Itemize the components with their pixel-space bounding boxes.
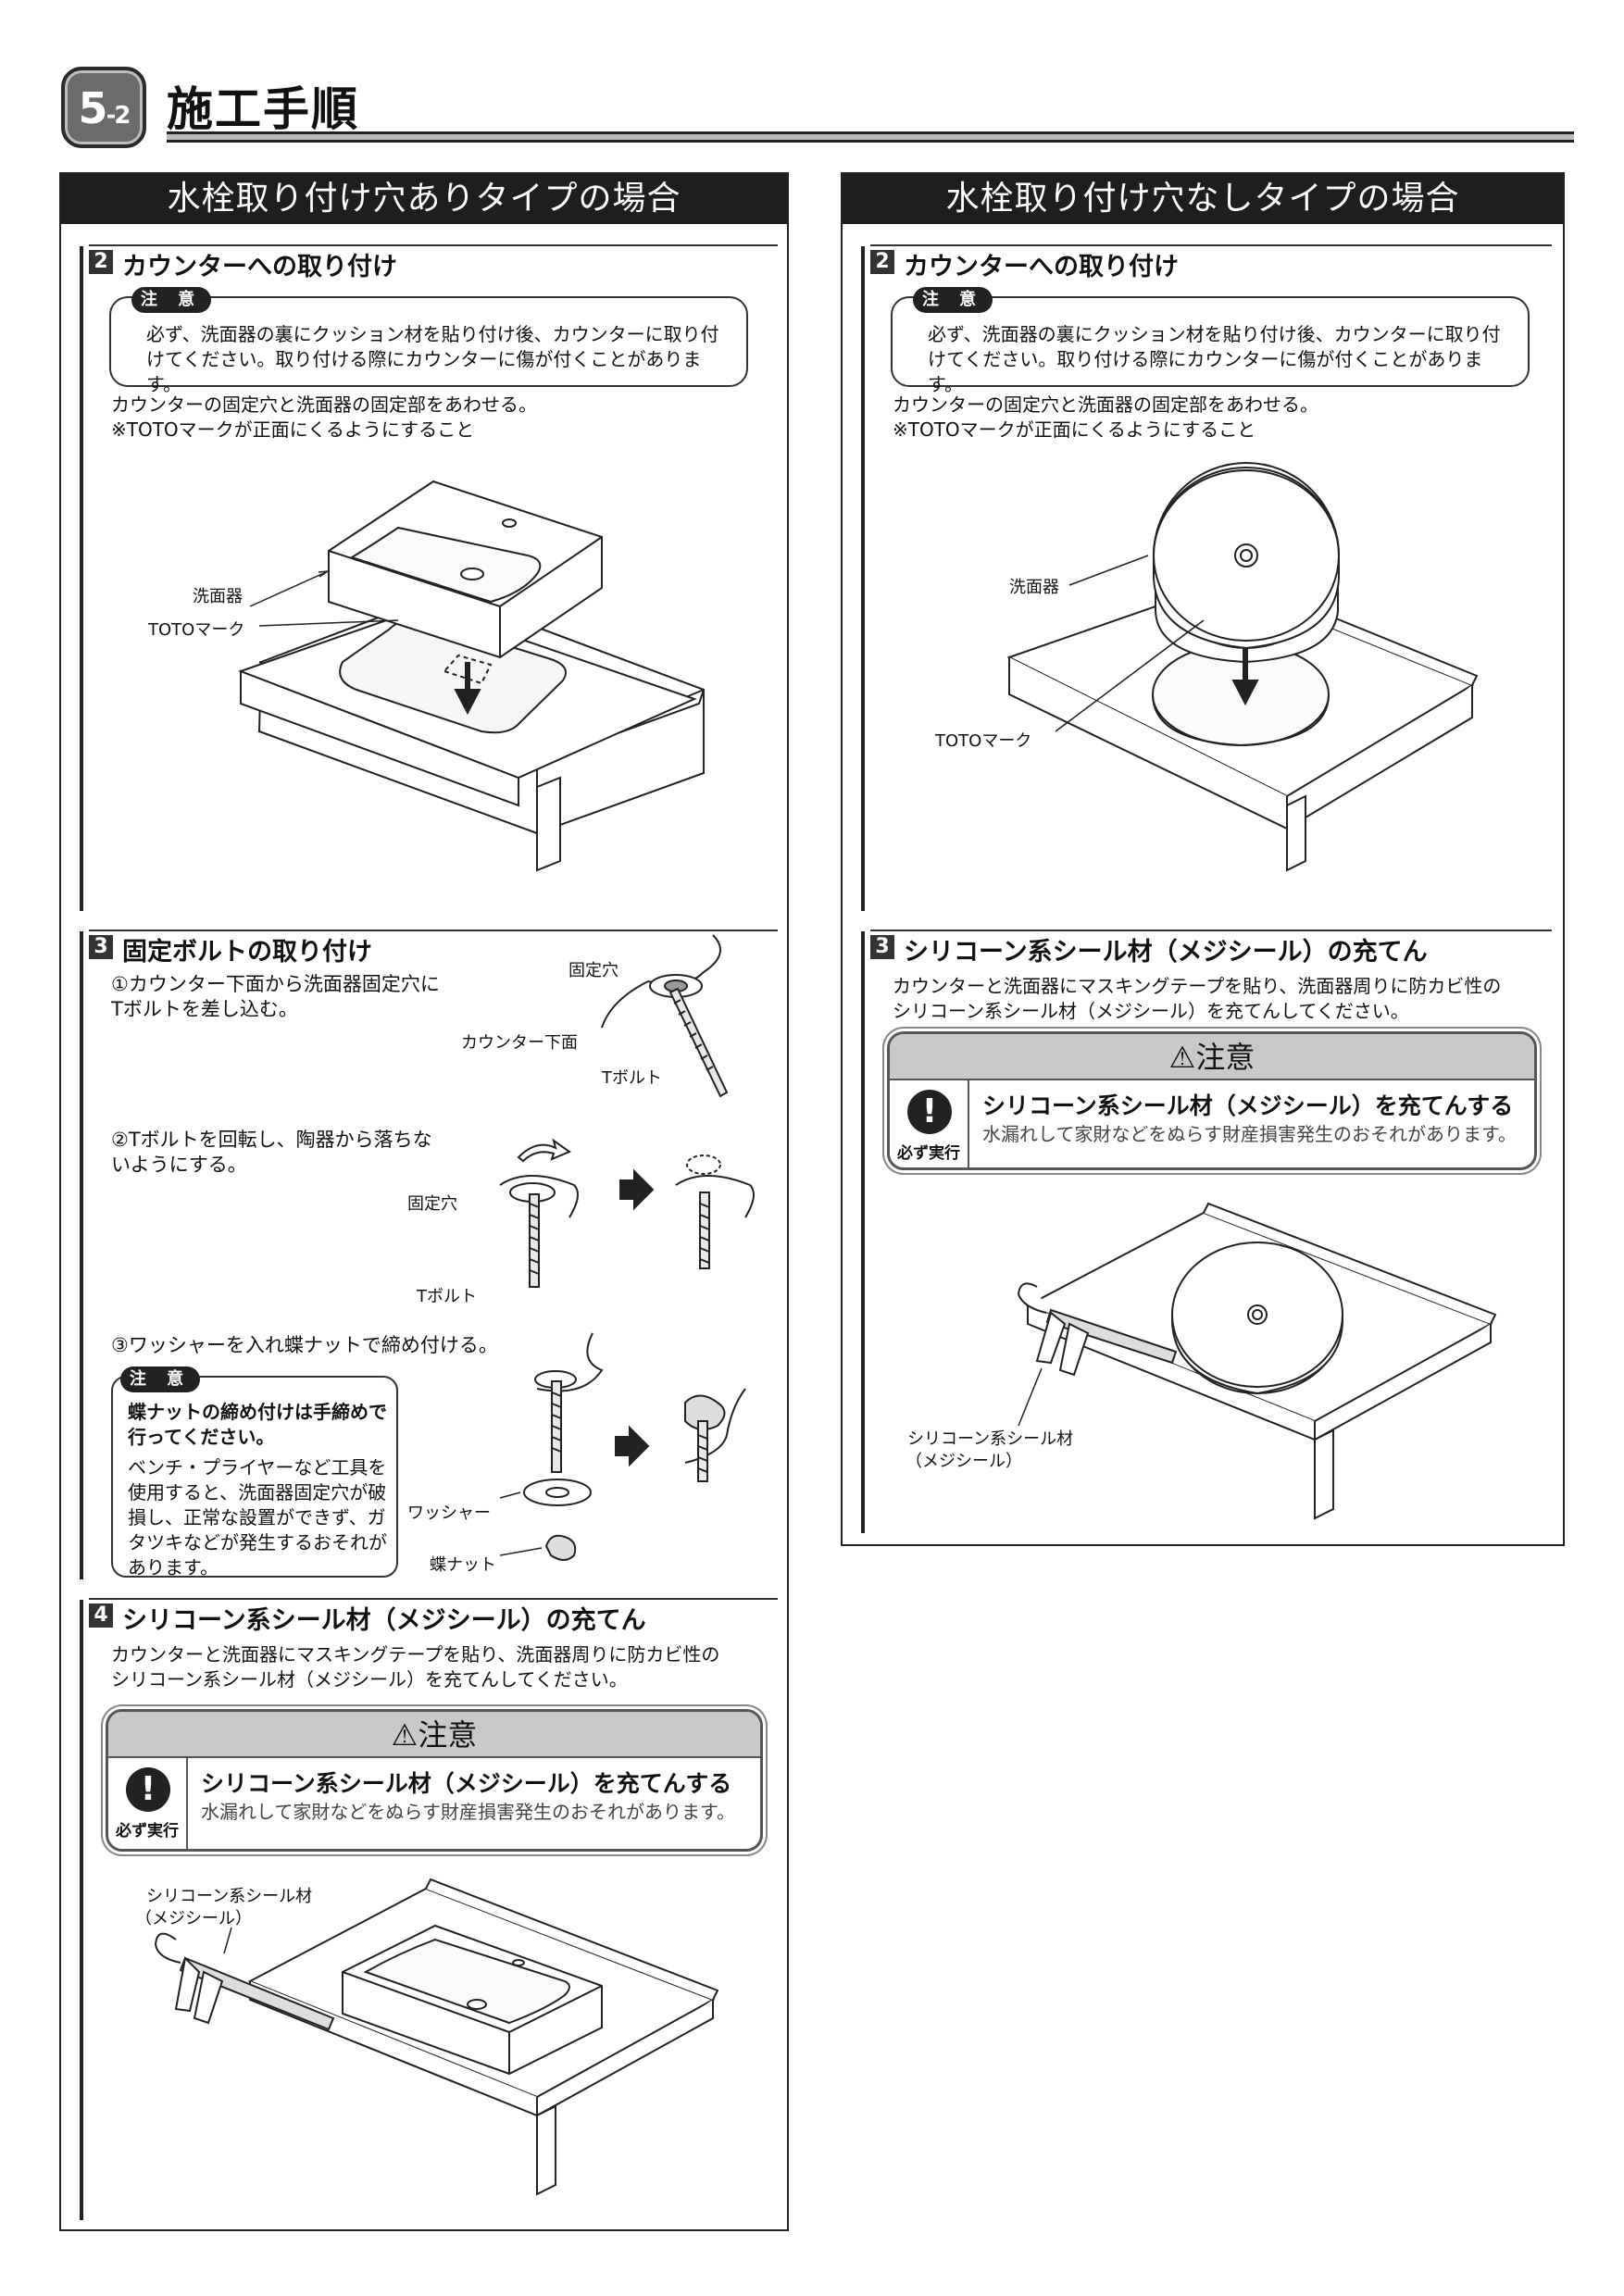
step3-bar xyxy=(861,931,865,1533)
left-step4-warning: ⚠注意 ! 必ず実行 シリコーン系シール材（メジシール）を充てんする 水漏れして… xyxy=(106,1709,763,1852)
step-label: シリコーン系シール材（メジシール）の充てん xyxy=(904,938,1428,967)
left-step2-heading: 2 カウンターへの取り付け xyxy=(89,244,778,281)
caution-tag: 注 意 xyxy=(120,1366,200,1392)
washer-nut-illustration xyxy=(499,1332,746,1561)
mandatory-icon: ! 必ず実行 xyxy=(890,1080,969,1167)
right-column: 水栓取り付け穴なしタイプの場合 xyxy=(841,172,1565,1546)
left-sealant-illustration xyxy=(154,1878,719,2196)
left-label-bolt2: Tボルト xyxy=(417,1287,477,1306)
left-step3-heading: 3 固定ボルトの取り付け xyxy=(89,930,778,967)
warning-text: 水漏れして家財などをぬらす財産損害発生のおそれがあります。 xyxy=(201,1801,735,1823)
page-title: 施工手順 xyxy=(167,82,359,136)
right-label-sealant1: シリコーン系シール材 xyxy=(907,1429,1074,1449)
warning-title: シリコーン系シール材（メジシール）を充てんする xyxy=(201,1770,732,1797)
caution-tag: 注 意 xyxy=(131,287,211,313)
right-label-toto: TOTOマーク xyxy=(935,731,1032,751)
left-label-hole2: 固定穴 xyxy=(407,1194,457,1214)
left-step2-caution: 注 意 必ず、洗面器の裏にクッション材を貼り付け後、カウンターに取り付けてくださ… xyxy=(109,287,748,395)
mandatory-label: 必ず実行 xyxy=(897,1144,960,1163)
caution-bold-text: 蝶ナットの締め付けは手締めで行ってください。 xyxy=(128,1401,387,1448)
left-label-toto: TOTOマーク xyxy=(148,620,245,640)
step-label: シリコーン系シール材（メジシール）の充てん xyxy=(122,1606,646,1635)
left-step3-sub2: ②Tボルトを回転し、陶器から落ちないようにする。 xyxy=(111,1129,432,1176)
left-step3-sub3: ③ワッシャーを入れ蝶ナットで締め付ける。 xyxy=(111,1334,498,1356)
bolt-insert-illustration xyxy=(601,934,729,1098)
step-number: 4 xyxy=(89,1603,113,1628)
left-step3-sub1: ①カウンター下面から洗面器固定穴にTボルトを差し込む。 xyxy=(111,973,440,1020)
left-step3-caution: 注 意 蝶ナットの締め付けは手締めで行ってください。 ベンチ・プライヤーなど工具… xyxy=(111,1366,398,1578)
left-label-nut: 蝶ナット xyxy=(430,1555,496,1575)
left-step2-para1: カウンターの固定穴と洗面器の固定部をあわせる。 xyxy=(111,393,537,416)
left-column-title: 水栓取り付け穴ありタイプの場合 xyxy=(61,174,787,224)
right-step3-warning: ⚠注意 ! 必ず実行 シリコーン系シール材（メジシール）を充てんする 水漏れして… xyxy=(887,1031,1537,1170)
left-label-hole1: 固定穴 xyxy=(568,961,618,980)
exclamation-icon: ! xyxy=(907,1090,952,1134)
caution-text: 必ず、洗面器の裏にクッション材を貼り付け後、カウンターに取り付けてください。取り… xyxy=(928,323,1501,395)
bolt-rotate-illustration xyxy=(499,1138,755,1288)
step-number: 2 xyxy=(89,250,113,274)
warning-text: 水漏れして家財などをぬらす財産損害発生のおそれがあります。 xyxy=(982,1123,1517,1145)
title-underline xyxy=(167,131,1574,143)
left-label-sealant1: シリコーン系シール材 xyxy=(146,1887,313,1906)
right-step3-para2: シリコーン系シール材（メジシール）を充てんしてください。 xyxy=(893,1000,1409,1022)
step-label: カウンターへの取り付け xyxy=(904,253,1179,281)
caution-tag: 注 意 xyxy=(913,287,993,313)
left-label-washer: ワッシャー xyxy=(407,1504,491,1523)
left-step2-para2: ※TOTOマークが正面にくるようにすること xyxy=(111,418,475,441)
right-step3-heading: 3 シリコーン系シール材（メジシール）の充てん xyxy=(870,930,1552,967)
left-step4-para1: カウンターと洗面器にマスキングテープを貼り、洗面器周りに防カビ性の xyxy=(111,1643,720,1666)
left-column: 水栓取り付け穴ありタイプの場合 xyxy=(59,172,789,2231)
left-label-under: カウンター下面 xyxy=(461,1033,578,1053)
right-label-sealant2: （メジシール） xyxy=(906,1452,1022,1471)
warning-title: シリコーン系シール材（メジシール）を充てんする xyxy=(982,1092,1514,1119)
left-label-basin: 洗面器 xyxy=(193,587,243,606)
right-label-basin: 洗面器 xyxy=(1009,578,1059,597)
right-column-title: 水栓取り付け穴なしタイプの場合 xyxy=(843,174,1563,224)
right-step2-caution: 注 意 必ず、洗面器の裏にクッション材を貼り付け後、カウンターに取り付けてくださ… xyxy=(891,287,1530,395)
right-step3-para1: カウンターと洗面器にマスキングテープを貼り、洗面器周りに防カビ性の xyxy=(893,975,1502,997)
right-step2-heading: 2 カウンターへの取り付け xyxy=(870,244,1552,281)
exclamation-icon: ! xyxy=(126,1767,170,1812)
caution-text: 必ず、洗面器の裏にクッション材を貼り付け後、カウンターに取り付けてください。取り… xyxy=(146,323,719,395)
right-step2-illustration xyxy=(1006,462,1479,872)
step2-bar xyxy=(861,246,865,911)
left-label-sealant2: （メジシール） xyxy=(135,1909,252,1928)
mandatory-label: 必ず実行 xyxy=(116,1822,179,1841)
step-number: 3 xyxy=(89,935,113,959)
step3-bar xyxy=(80,931,83,1579)
left-step4-heading: 4 シリコーン系シール材（メジシール）の充てん xyxy=(89,1598,778,1635)
step-number: 3 xyxy=(870,935,894,959)
left-step2-illustration xyxy=(238,480,705,872)
step-label: 固定ボルトの取り付け xyxy=(122,938,372,967)
right-step2-para1: カウンターの固定穴と洗面器の固定部をあわせる。 xyxy=(893,393,1318,416)
step2-bar xyxy=(80,246,83,911)
mandatory-icon: ! 必ず実行 xyxy=(108,1758,188,1849)
right-sealant-illustration xyxy=(1017,1202,1497,1520)
left-label-bolt1: Tボルト xyxy=(602,1068,662,1088)
warning-heading: ⚠注意 xyxy=(108,1712,760,1758)
step4-bar xyxy=(80,1600,83,2220)
step-label: カウンターへの取り付け xyxy=(122,253,397,281)
step-number: 2 xyxy=(870,250,894,274)
left-step4-para2: シリコーン系シール材（メジシール）を充てんしてください。 xyxy=(111,1668,628,1691)
warning-heading: ⚠注意 xyxy=(890,1034,1534,1080)
caution-text: ベンチ・プライヤーなど工具を使用すると、洗面器固定穴が破損し、正常な設置ができず… xyxy=(128,1456,387,1578)
right-step2-para2: ※TOTOマークが正面にくるようにすること xyxy=(893,418,1256,441)
section-badge: 5-2 xyxy=(61,67,146,148)
